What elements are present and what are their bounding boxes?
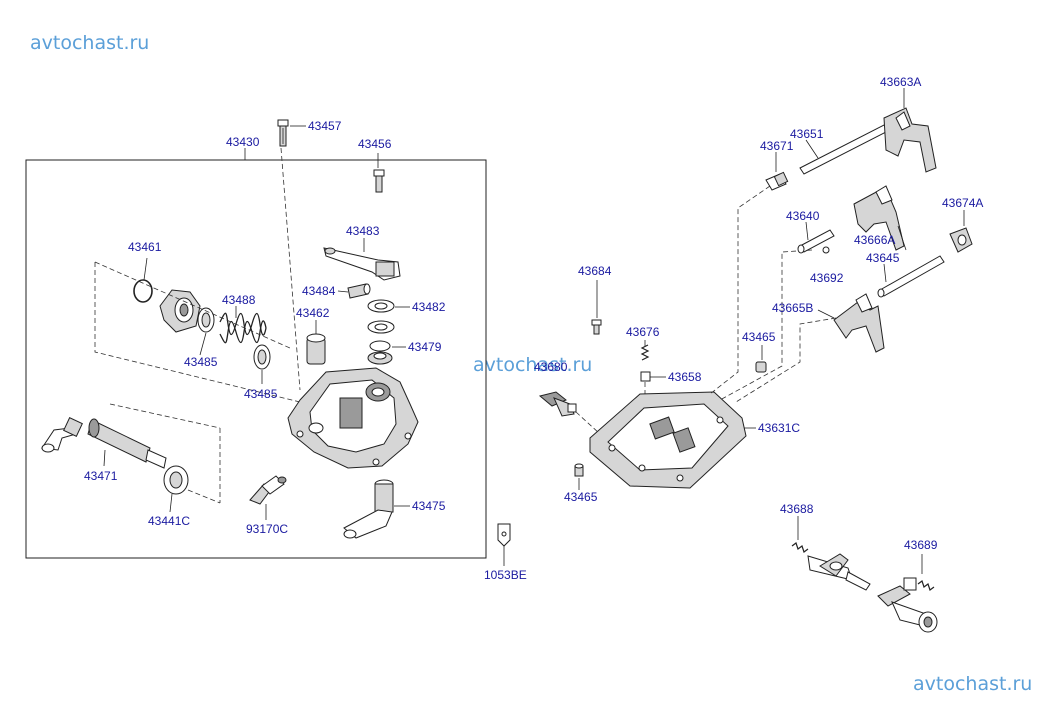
rod-43640[interactable] (797, 229, 835, 254)
assembly-frame (25, 159, 487, 559)
bolt-43457[interactable] (277, 119, 289, 147)
label-43674A: 43674A (942, 196, 983, 210)
cover-43631C[interactable] (589, 391, 747, 489)
label-43457: 43457 (308, 119, 342, 133)
fork-43666A[interactable] (853, 185, 905, 251)
watermark-bottom-right: avtochast.ru (913, 673, 1033, 695)
plunger-43462[interactable] (306, 333, 326, 365)
label-43471: 43471 (84, 469, 118, 483)
block-43671[interactable] (765, 171, 789, 191)
label-43663A: 43663A (880, 75, 921, 89)
label-43645: 43645 (866, 251, 900, 265)
label-43658: 43658 (668, 370, 702, 384)
pin-43484[interactable] (347, 283, 371, 299)
label-93170C: 93170C (246, 522, 288, 536)
sensor-43680[interactable] (538, 391, 577, 417)
label-43465-upper: 43465 (742, 330, 776, 344)
seal-43485b[interactable] (253, 344, 271, 370)
bolt-43684[interactable] (591, 319, 602, 335)
label-43475: 43475 (412, 499, 446, 513)
housing-43430[interactable] (287, 367, 419, 469)
bracket-1053BE[interactable] (497, 523, 511, 547)
label-43671: 43671 (760, 139, 794, 153)
ring-43461[interactable] (133, 279, 153, 303)
label-43676: 43676 (626, 325, 660, 339)
label-43689: 43689 (904, 538, 938, 552)
label-43465-lower: 43465 (564, 490, 598, 504)
fork-43663A[interactable] (883, 107, 937, 173)
guide-block[interactable] (159, 289, 201, 333)
bracket-43674A[interactable] (949, 227, 973, 253)
label-43482: 43482 (412, 300, 446, 314)
ball-43692[interactable] (822, 246, 830, 254)
label-43665B: 43665B (772, 301, 813, 315)
switch-93170C[interactable] (249, 475, 287, 505)
label-43479: 43479 (408, 340, 442, 354)
bushing-43479[interactable] (367, 340, 393, 365)
label-43666A: 43666A (854, 233, 895, 247)
shaft-43688[interactable] (791, 542, 871, 591)
shaft-43471[interactable] (41, 417, 167, 469)
lever-43475[interactable] (343, 479, 394, 539)
label-43485-a: 43485 (184, 355, 218, 369)
watermark-top-left: avtochast.ru (30, 32, 150, 54)
label-43688: 43688 (780, 502, 814, 516)
washer-43482[interactable] (367, 299, 395, 313)
label-43640: 43640 (786, 209, 820, 223)
rod-43645[interactable] (877, 255, 945, 298)
label-43484: 43484 (302, 284, 336, 298)
spring-43488[interactable] (219, 312, 267, 344)
label-43485-b: 43485 (244, 387, 278, 401)
watermark-center: avtochast.ru (473, 354, 593, 376)
label-43462: 43462 (296, 306, 330, 320)
bolt-43465-lower[interactable] (574, 463, 584, 477)
label-43488: 43488 (222, 293, 256, 307)
label-1053BE: 1053BE (484, 568, 527, 582)
label-43441C: 43441C (148, 514, 190, 528)
label-43456: 43456 (358, 137, 392, 151)
label-43461: 43461 (128, 240, 162, 254)
fork-43665B[interactable] (833, 293, 885, 353)
lever-43483[interactable] (323, 247, 401, 281)
body-43689[interactable] (877, 577, 938, 633)
label-43430: 43430 (226, 135, 260, 149)
label-43651: 43651 (790, 127, 824, 141)
pin-43465-upper[interactable] (755, 361, 767, 373)
label-43692: 43692 (810, 271, 844, 285)
spring-43676[interactable] (640, 344, 650, 361)
seal-43485a[interactable] (197, 307, 215, 333)
label-43680: 43680 (534, 360, 568, 374)
label-43684: 43684 (578, 264, 612, 278)
seal-43441C[interactable] (163, 465, 189, 495)
plug-43658[interactable] (640, 371, 651, 382)
washer-43482b[interactable] (367, 320, 395, 334)
bolt-43456[interactable] (373, 169, 385, 193)
label-43631C: 43631C (758, 421, 800, 435)
label-43483: 43483 (346, 224, 380, 238)
